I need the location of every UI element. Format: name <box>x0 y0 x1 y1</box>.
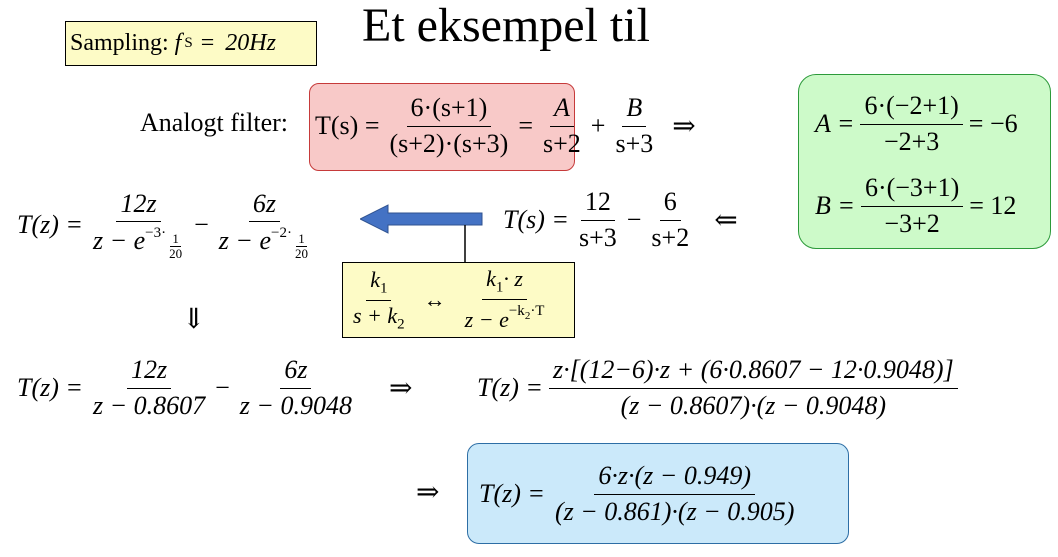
equation-tz-final: T(z) = 6·z·(z − 0.949) (z − 0.861)·(z − … <box>479 460 795 526</box>
equation-tz-numeric: T(z) = 12z z − 0.8607 − 6z z − 0.9048 ⇒ <box>17 354 413 420</box>
ts-fraction: 6·(s+1) (s+2)·(s+3) <box>389 92 509 158</box>
residue-b: B = 6·(−3+1) −3+2 = 12 <box>815 172 1017 238</box>
sampling-box <box>65 21 317 66</box>
result-box <box>467 443 849 544</box>
analog-filter-label: Analogt filter: <box>140 108 289 137</box>
residues-box <box>798 74 1051 249</box>
equation-ts-decomposed: T(s) = 12 s+3 − 6 s+2 ⇐ <box>503 186 738 252</box>
implied-by-arrow: ⇐ <box>714 205 738 236</box>
implies-arrow: ⇒ <box>672 111 696 142</box>
left-arrow-icon <box>360 204 483 262</box>
equation-ts-partial-fractions: T(s) = 6·(s+1) (s+2)·(s+3) = A s+2 + B s… <box>315 92 696 158</box>
down-implies-arrow: ⇓ <box>182 304 206 335</box>
page-title: Et eksempel til <box>362 0 650 52</box>
equation-tz-combined: T(z) = z·[(12−6)·z + (6·0.8607 − 12·0.90… <box>474 350 961 426</box>
transform-rule: k1 s + k2 ↔ k1· z z − e−k2·T <box>353 266 545 333</box>
transfer-function-box <box>309 83 575 171</box>
residue-a: A = 6·(−2+1) −2+3 = −6 <box>815 90 1018 156</box>
b-fraction: B s+3 <box>615 92 654 158</box>
final-implies-arrow: ⇒ <box>416 477 440 508</box>
a-fraction: A s+2 <box>543 92 581 158</box>
